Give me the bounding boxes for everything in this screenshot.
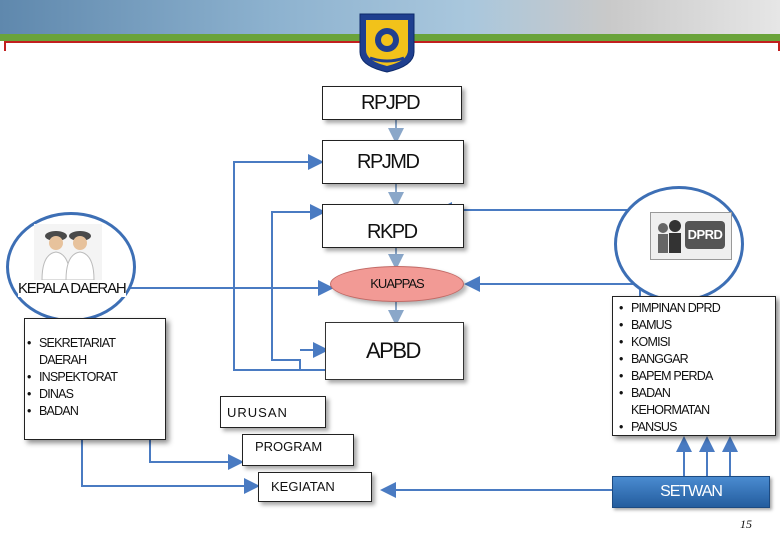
apbd-box: APBD [325,322,464,380]
left-item-1: SEKRETARIAT [25,335,165,352]
rpjmd-label: RPJMD [357,151,420,173]
left-item-3: INSPEKTORAT [25,369,165,386]
rkpd-label: RKPD [367,221,418,243]
urusan-label: URUSAN [227,405,288,420]
emblem-logo [359,13,415,73]
right-item-3: KOMISI [617,334,775,351]
kegiatan-label: KEGIATAN [271,479,335,494]
dprd-to-kuappas [464,276,641,296]
urusan-box: URUSAN [220,396,326,428]
kepala-daerah-panel: SEKRETARIAT DAERAH INSPEKTORAT DINAS BAD… [24,318,166,440]
feedback-line-rkpd [271,204,326,370]
kuappas-node: KUAPPAS [330,266,464,302]
right-item-1: PIMPINAN DPRD [617,300,775,317]
left-item-5: BADAN [25,403,165,420]
program-box: PROGRAM [242,434,354,466]
right-item-8: PANSUS [617,419,775,436]
dprd-logo-text: DPRD [687,227,723,242]
setwan-label: SETWAN [660,483,723,500]
kepala-daerah-title: KEPALA DAERAH [18,280,127,297]
rpjpd-box: RPJPD [322,86,462,120]
officials-icon [34,224,102,280]
left-item-4: DINAS [25,386,165,403]
right-item-5: BAPEM PERDA [617,368,775,385]
right-item-4: BANGGAR [617,351,775,368]
apbd-label: APBD [366,338,421,363]
rpjpd-label: RPJPD [361,92,421,114]
left-item-2: DAERAH [39,353,87,367]
right-item-7: KEHORMATAN [631,403,710,417]
dprd-panel: PIMPINAN DPRD BAMUS KOMISI BANGGAR BAPEM… [612,296,776,436]
people-icon [658,220,681,253]
rpjmd-box: RPJMD [322,140,464,184]
panel-to-kegiatan [81,420,260,494]
program-label: PROGRAM [255,439,323,454]
rkpd-box: RKPD [322,204,464,248]
dprd-logo: DPRD [650,212,732,260]
right-item-2: BAMUS [617,317,775,334]
right-item-6: BADAN [617,385,775,402]
kuappas-label: KUAPPAS [370,276,424,291]
page-number: 15 [740,517,752,531]
dprd-logo-badge: DPRD [685,221,725,249]
feedback-line-rpjmd [233,154,328,371]
setwan-node: SETWAN [612,476,770,508]
kegiatan-box: KEGIATAN [258,472,372,502]
